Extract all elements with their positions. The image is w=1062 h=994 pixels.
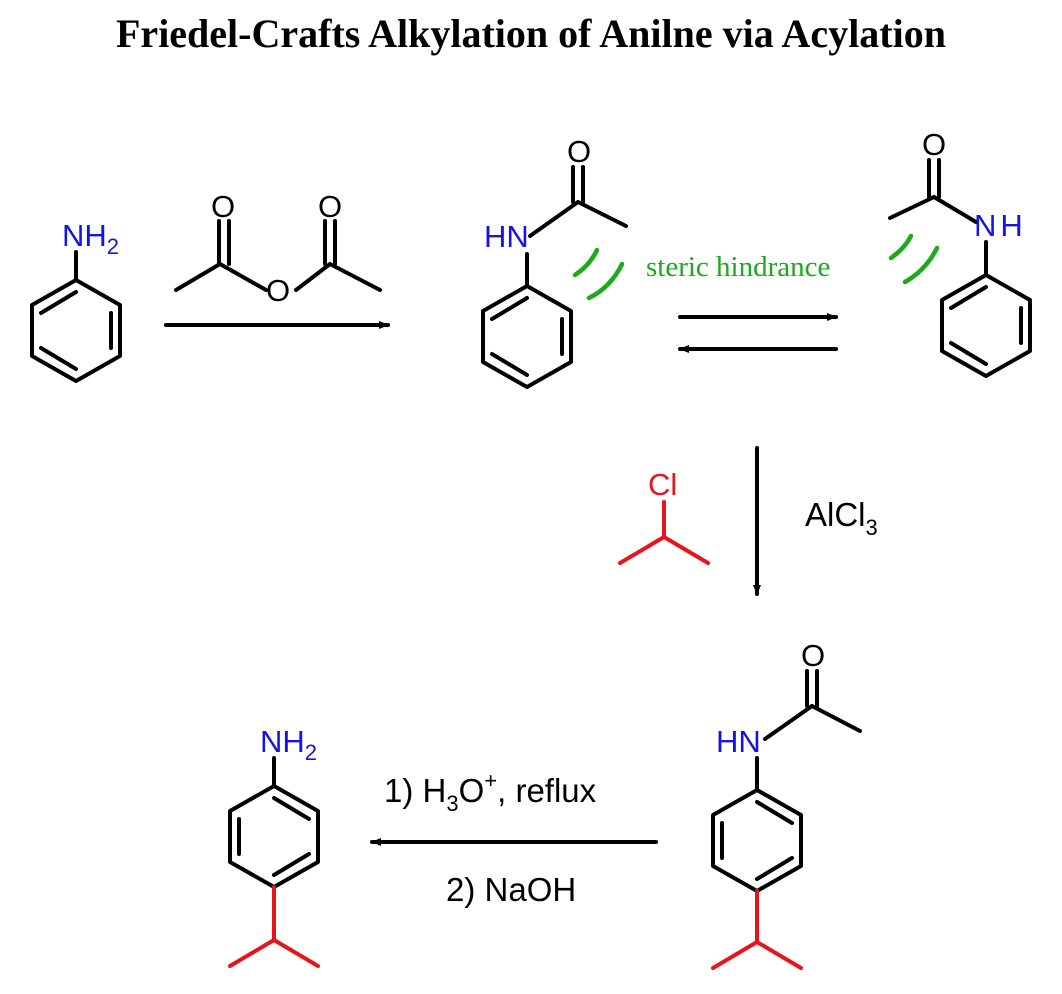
- aniline-structure: NH2: [30, 218, 122, 383]
- steric-marker: [888, 233, 914, 261]
- steric-marker: [572, 247, 600, 278]
- carbonyl-oxygen-label: O: [801, 638, 825, 673]
- steric-marker: [902, 245, 940, 285]
- carbonyl-oxygen-label: O: [211, 189, 235, 224]
- amide-nh-label: HN: [484, 219, 529, 254]
- bridging-oxygen-label: O: [266, 273, 290, 308]
- hydrolysis-step-2: 2) NaOH: [446, 871, 576, 908]
- hydrolysis-step-1: 1) H3O+, reflux: [384, 768, 597, 816]
- carbonyl-oxygen-label: O: [318, 189, 342, 224]
- isopropylaniline-structure: NH2: [228, 724, 320, 968]
- acetic-anhydride-structure: O O O: [174, 189, 382, 308]
- isopropyl-chloride-structure: Cl: [618, 467, 710, 565]
- carbonyl-oxygen-label: O: [567, 134, 591, 169]
- acetanilide-conformer-a: O HN: [481, 134, 628, 389]
- carbonyl-oxygen-label: O: [922, 127, 946, 162]
- steric-hindrance-note: steric hindrance: [646, 251, 830, 283]
- chlorine-label: Cl: [648, 467, 677, 502]
- amine-label: NH2: [62, 218, 119, 259]
- amine-label: NH2: [260, 724, 317, 765]
- lewis-acid-label: AlCl3: [805, 496, 878, 540]
- steric-marker: [586, 261, 625, 301]
- diagram-title: Friedel-Crafts Alkylation of Anilne via …: [116, 11, 946, 56]
- amide-nh-label: HN: [716, 724, 761, 759]
- isopropylacetanilide-structure: O HN: [711, 638, 862, 970]
